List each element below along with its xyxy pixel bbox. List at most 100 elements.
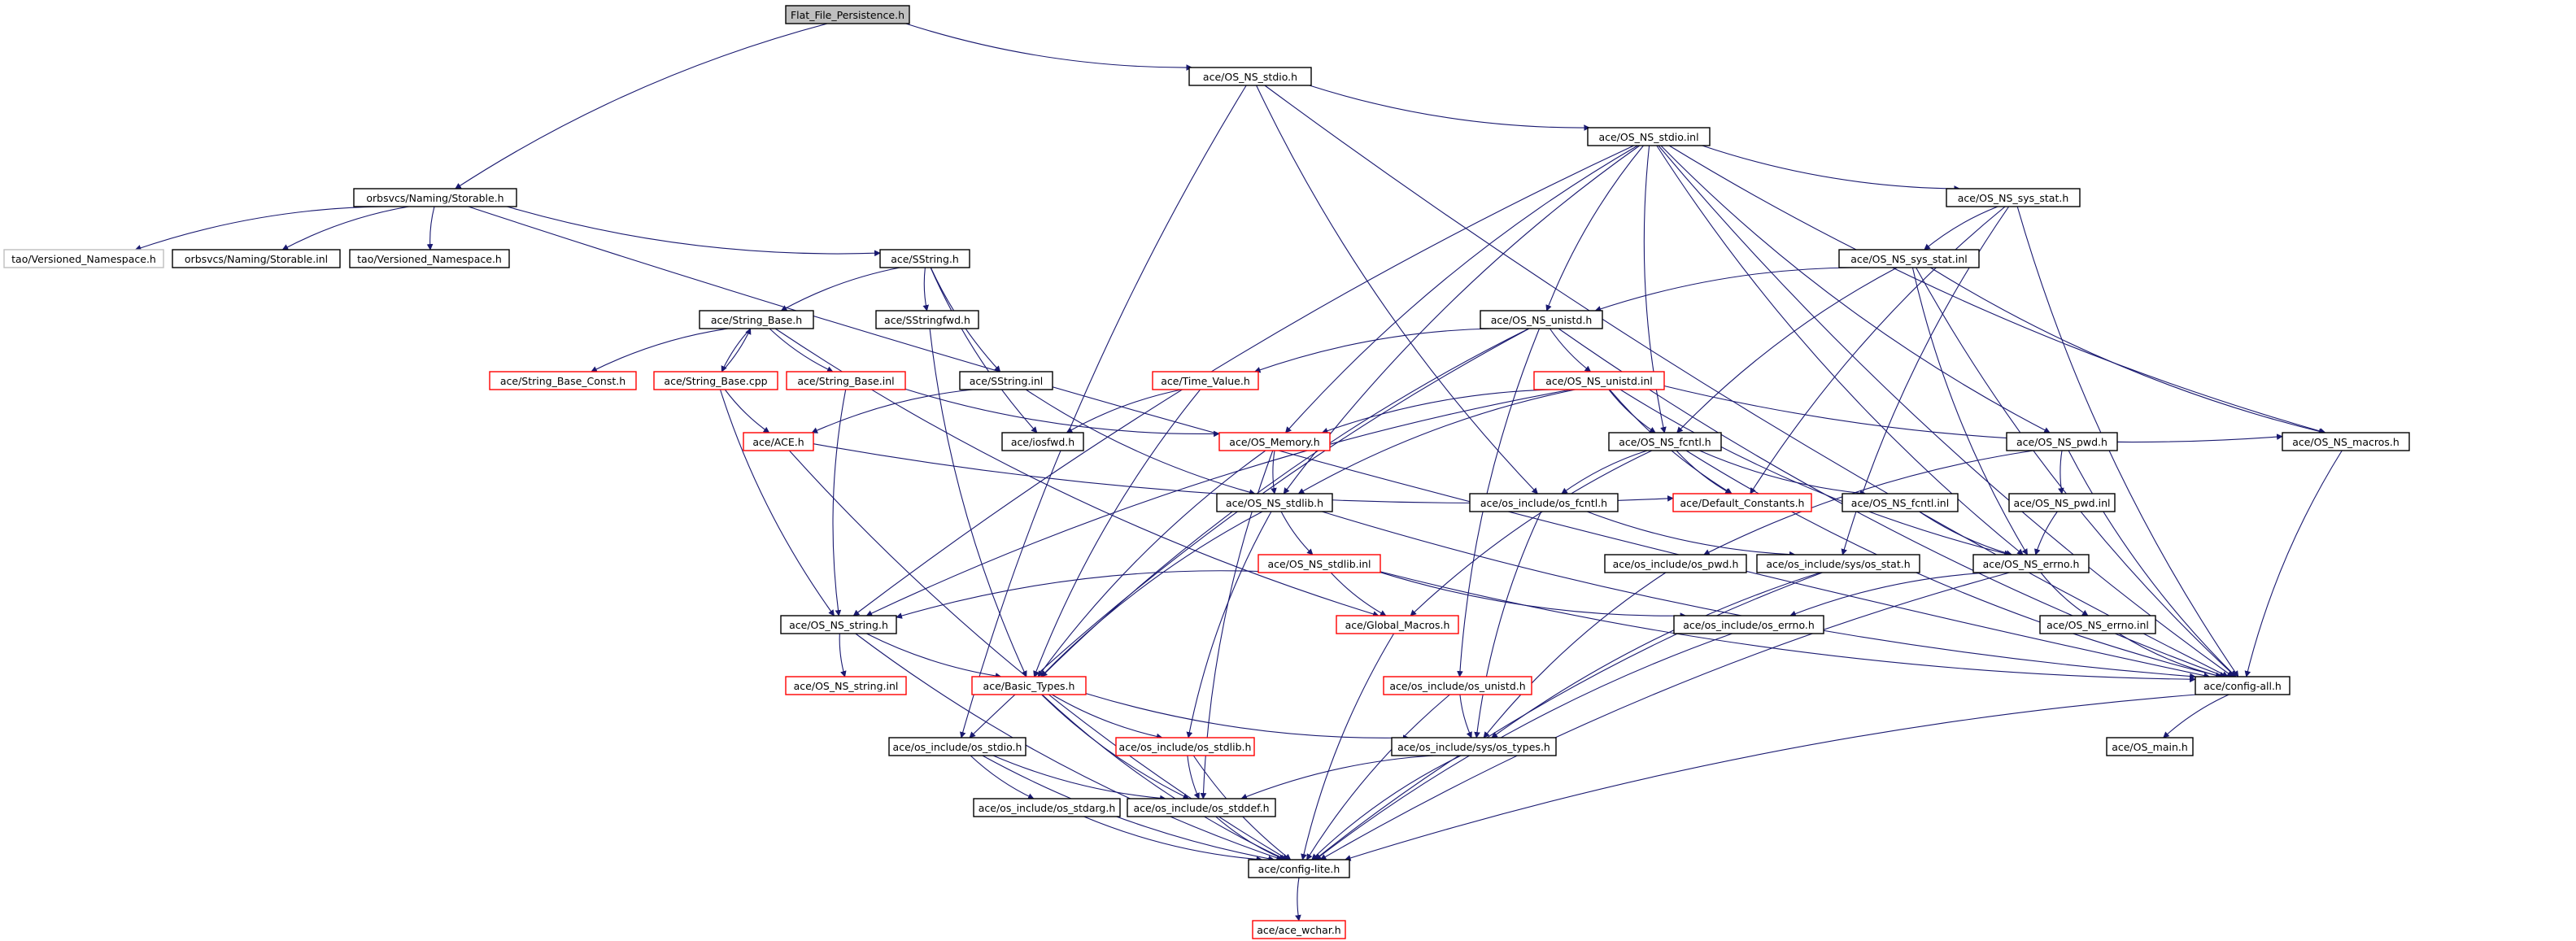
- node-os-fcntl-h[interactable]: ace/os_include/os_fcntl.h: [1469, 493, 1619, 512]
- node-errno-inl[interactable]: ace/OS_NS_errno.inl: [2039, 615, 2156, 634]
- node-box: [1391, 737, 1557, 756]
- node-string-base-const-h[interactable]: ace/String_Base_Const.h: [489, 371, 637, 390]
- node-label: ace/SString.inl: [970, 375, 1044, 387]
- node-string-base-inl[interactable]: ace/String_Base.inl: [786, 371, 906, 390]
- node-label: ace/OS_NS_unistd.h: [1491, 314, 1593, 326]
- node-os-string-inl[interactable]: ace/OS_NS_string.inl: [785, 676, 907, 695]
- edge-stdio_inl-to-config_all_h: [1658, 145, 2234, 677]
- node-os-stddef-h[interactable]: ace/os_include/os_stddef.h: [1127, 798, 1276, 817]
- node-sstring-h[interactable]: ace/SString.h: [879, 249, 970, 268]
- node-stdlib-inl[interactable]: ace/OS_NS_stdlib.inl: [1257, 554, 1381, 573]
- node-os-stdarg-h[interactable]: ace/os_include/os_stdarg.h: [973, 798, 1121, 817]
- node-box: [653, 371, 778, 390]
- edge-unistd_inl-to-memory_h: [1321, 389, 1552, 434]
- edge-root-to-storable_h: [455, 23, 828, 190]
- edge-string_base_h-to-string_base_cpp: [721, 328, 752, 372]
- node-iosfwd-h[interactable]: ace/iosfwd.h: [1001, 432, 1084, 451]
- node-box: [1946, 188, 2081, 207]
- node-config-all-h[interactable]: ace/config-all.h: [2195, 676, 2291, 695]
- node-vns[interactable]: tao/Versioned_Namespace.h: [349, 249, 510, 268]
- node-global-macros-h[interactable]: ace/Global_Macros.h: [1336, 615, 1459, 634]
- edge-unistd_inl-to-stdlib_h: [1297, 389, 1576, 494]
- node-box: [1383, 676, 1532, 695]
- node-string-base-cpp[interactable]: ace/String_Base.cpp: [653, 371, 778, 390]
- edge-sys_os_stat_h-to-config_lite_h: [1314, 572, 1823, 860]
- node-label: ace/OS_NS_fcntl.inl: [1851, 497, 1949, 509]
- edge-stdio_inl-to-memory_h: [1284, 145, 1638, 433]
- node-sstringfwd-h[interactable]: ace/SStringfwd.h: [875, 310, 979, 329]
- nodes-layer: Flat_File_Persistence.h ace/OS_NS_stdio.h…: [3, 5, 2410, 939]
- edge-stdlib_h-to-stdlib_inl: [1280, 511, 1314, 555]
- node-label: ace/OS_NS_stdlib.inl: [1267, 558, 1371, 570]
- node-stdio-inl[interactable]: ace/OS_NS_stdio.inl: [1587, 127, 1711, 146]
- node-os-pwd-h[interactable]: ace/os_include/os_pwd.h: [1604, 554, 1747, 573]
- node-os-stdio-h[interactable]: ace/os_include/os_stdio.h: [888, 737, 1026, 756]
- node-storable-inl[interactable]: orbsvcs/Naming/Storable.inl: [172, 249, 341, 268]
- edge-sstring_h-to-string_base_h: [780, 267, 900, 311]
- node-macros-h[interactable]: ace/OS_NS_macros.h: [2282, 432, 2410, 451]
- node-label: ace/OS_Memory.h: [1229, 436, 1319, 448]
- edge-sstringfwd_h-to-basic_types_h: [929, 328, 1027, 677]
- edge-sys_os_types_h-to-os_stddef_h: [1240, 755, 1434, 800]
- node-box: [973, 798, 1121, 817]
- node-label: ace/String_Base.cpp: [664, 375, 767, 387]
- edge-stdio_inl-to-os_string_h: [852, 145, 1634, 616]
- node-sstring-inl[interactable]: ace/SString.inl: [959, 371, 1053, 390]
- node-box: [1216, 493, 1333, 512]
- node-default-constants-h[interactable]: ace/Default_Constants.h: [1672, 493, 1812, 512]
- node-fcntl-inl[interactable]: ace/OS_NS_fcntl.inl: [1842, 493, 1959, 512]
- node-os-unistd-h[interactable]: ace/os_include/os_unistd.h: [1383, 676, 1532, 695]
- node-os-stdlib-h[interactable]: ace/os_include/os_stdlib.h: [1115, 737, 1255, 756]
- node-label: ace/OS_NS_errno.inl: [2046, 619, 2149, 631]
- edge-time_value_h-to-iosfwd_h: [1066, 389, 1182, 433]
- node-box: [888, 737, 1026, 756]
- node-sys-os-types-h[interactable]: ace/os_include/sys/os_types.h: [1391, 737, 1557, 756]
- node-label: ace/Global_Macros.h: [1345, 619, 1450, 631]
- node-box: [349, 249, 510, 268]
- edge-stdio_inl-to-unistd_h: [1545, 145, 1644, 311]
- node-vns-ext[interactable]: tao/Versioned_Namespace.h: [3, 249, 164, 268]
- node-unistd-inl[interactable]: ace/OS_NS_unistd.inl: [1533, 371, 1665, 390]
- node-memory-h[interactable]: ace/OS_Memory.h: [1218, 432, 1331, 451]
- node-string-base-h[interactable]: ace/String_Base.h: [699, 310, 814, 329]
- node-unistd-h[interactable]: ace/OS_NS_unistd.h: [1480, 310, 1603, 329]
- node-box: [1188, 67, 1312, 86]
- node-errno-h[interactable]: ace/OS_NS_errno.h: [1972, 554, 2090, 573]
- node-ace-wchar-h[interactable]: ace/ace_wchar.h: [1252, 920, 1346, 939]
- node-box: [1842, 493, 1959, 512]
- edge-config_lite_h-to-ace_wchar_h: [1295, 877, 1301, 921]
- node-label: Flat_File_Persistence.h: [791, 9, 904, 21]
- node-box: [1838, 249, 1980, 268]
- node-os-string-h[interactable]: ace/OS_NS_string.h: [780, 615, 897, 634]
- edge-stdio_inl-to-macros_h: [1668, 145, 2326, 434]
- node-sys-stat-inl[interactable]: ace/OS_NS_sys_stat.inl: [1838, 249, 1980, 268]
- node-stdlib-h[interactable]: ace/OS_NS_stdlib.h: [1216, 493, 1333, 512]
- node-sys-stat-h[interactable]: ace/OS_NS_sys_stat.h: [1946, 188, 2081, 207]
- node-label: ace/String_Base.inl: [797, 375, 894, 387]
- node-label: ace/os_include/os_fcntl.h: [1480, 497, 1607, 509]
- node-ace-h[interactable]: ace/ACE.h: [743, 432, 814, 451]
- node-pwd-inl[interactable]: ace/OS_NS_pwd.inl: [2008, 493, 2116, 512]
- node-time-value-h[interactable]: ace/Time_Value.h: [1152, 371, 1259, 390]
- node-os-errno-h[interactable]: ace/os_include/os_errno.h: [1673, 615, 1824, 634]
- node-storable-h[interactable]: orbsvcs/Naming/Storable.h: [353, 188, 517, 207]
- node-basic-types-h[interactable]: ace/Basic_Types.h: [971, 676, 1087, 695]
- node-box: [489, 371, 637, 390]
- node-label: ace/OS_main.h: [2112, 741, 2188, 753]
- node-fcntl-h[interactable]: ace/OS_NS_fcntl.h: [1608, 432, 1722, 451]
- edge-os_stdio_h-to-config_lite_h: [982, 755, 1275, 862]
- node-stdio-h[interactable]: ace/OS_NS_stdio.h: [1188, 67, 1312, 86]
- node-label: ace/OS_NS_macros.h: [2292, 436, 2399, 448]
- node-pwd-h[interactable]: ace/OS_NS_pwd.h: [2006, 432, 2118, 451]
- node-root: Flat_File_Persistence.h: [785, 5, 910, 24]
- node-box: [1257, 554, 1381, 573]
- node-os-main-h[interactable]: ace/OS_main.h: [2106, 737, 2194, 756]
- edge-pwd_h-to-os_pwd_h: [1703, 450, 2034, 555]
- node-box: [875, 310, 979, 329]
- node-box: [2008, 493, 2116, 512]
- edge-storable_h-to-storable_inl: [281, 206, 409, 250]
- node-box: [353, 188, 517, 207]
- node-sys-os-stat-h[interactable]: ace/os_include/sys/os_stat.h: [1756, 554, 1920, 573]
- edge-stdio_inl-to-sys_stat_h: [1702, 145, 1961, 192]
- node-config-lite-h[interactable]: ace/config-lite.h: [1248, 859, 1350, 878]
